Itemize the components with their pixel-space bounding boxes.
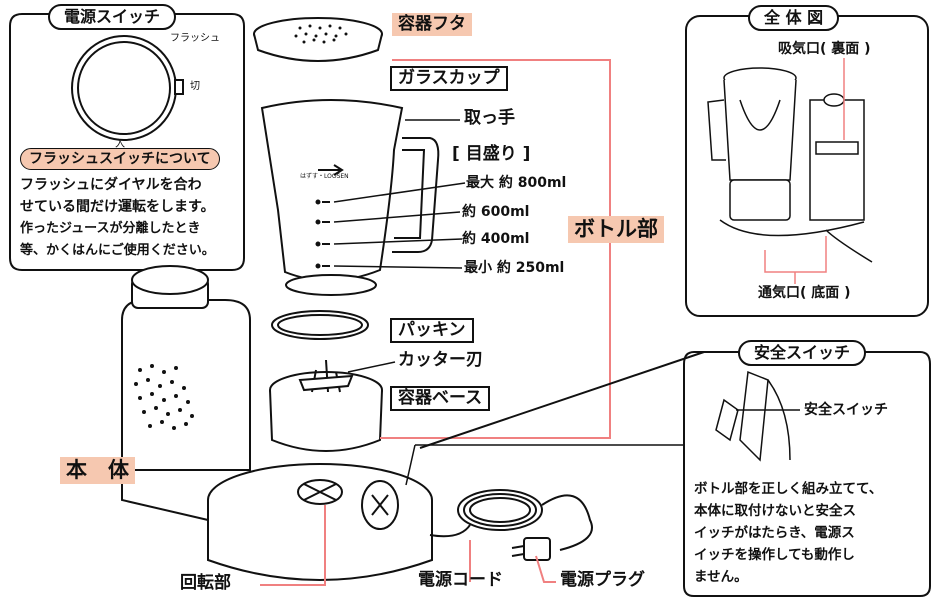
dial-off-label: 切 [190,81,200,92]
safety-drawing [715,370,791,462]
flash-switch-description: フラッシュにダイヤルを合わ せている間だけ運転をします。 作ったジュースが分離し… [20,174,215,262]
safety-text-line: 本体に取付けないと安全ス [694,503,856,519]
safety-text-line: ボトル部を正しく組み立てて、 [694,481,883,497]
safety-text-line: ません。 [694,569,748,585]
overview-pink-lines [764,58,845,284]
leader-lines [333,119,705,486]
cord-label: 電源コード [418,570,503,590]
body-label: 本 体 [60,457,135,484]
cord-drawing [429,489,593,561]
lid-holes [294,24,348,44]
base-drawing [269,359,383,452]
flash-text-line: 等、かくはんにご使用ください。 [20,243,215,258]
safety-text-line: イッチがはたらき、電源ス [694,525,855,541]
cup-graduation-ticks [315,164,344,269]
speaker-holes [134,364,194,430]
lid-label: 容器フタ [392,13,472,36]
pink-leader-lines [260,59,611,586]
bottle-label: ボトル部 [568,216,664,243]
cup-marking: はずす・LOOSEN [300,173,349,180]
flash-switch-badge: フラッシュスイッチについて [20,148,220,170]
flash-text-line: せている間だけ運転をします。 [20,199,215,215]
safety-text-line: イッチを操作しても動作し [694,547,855,563]
overview-title: 全 体 図 [748,5,840,31]
lid-drawing [253,17,383,62]
overview-drawing [707,67,873,263]
safety-description: ボトル部を正しく組み立てて、 本体に取付けないと安全ス イッチがはたらき、電源ス… [694,478,882,588]
dial-flash-label: フラッシュ [170,33,220,44]
safety-title: 安全スイッチ [738,340,867,366]
rotor-label: 回転部 [180,573,231,593]
intake-label: 吸気口( 裏面 ) [778,41,871,57]
rotor-drawing [297,479,399,530]
flash-text-line: 作ったジュースが分離したとき [20,221,201,236]
vent-label: 通気口( 底面 ) [758,285,851,301]
min-mark-label: 最小 約 250ml [464,260,565,276]
max-mark-label: 最大 約 800ml [466,175,567,191]
dial-on-label: 入 [115,139,125,150]
mark-400-label: 約 400ml [462,231,530,247]
power-switch-title: 電源スイッチ [48,4,177,30]
glass-cup-label: ガラスカップ [390,66,508,91]
mark-600-label: 約 600ml [462,204,530,220]
overview-box [685,15,929,317]
flash-text-line: フラッシュにダイヤルを合わ [20,177,202,193]
safety-switch-label: 安全スイッチ [804,402,888,418]
handle-label: 取っ手 [464,108,515,128]
graduation-label: [ 目盛り ] [452,144,531,164]
dial-illustration [71,35,184,141]
gasket-drawing [271,310,369,340]
cutter-label: カッター刃 [398,350,483,370]
base-label: 容器ベース [390,386,491,411]
plug-label: 電源プラグ [560,570,645,590]
gasket-label: パッキン [390,318,474,343]
